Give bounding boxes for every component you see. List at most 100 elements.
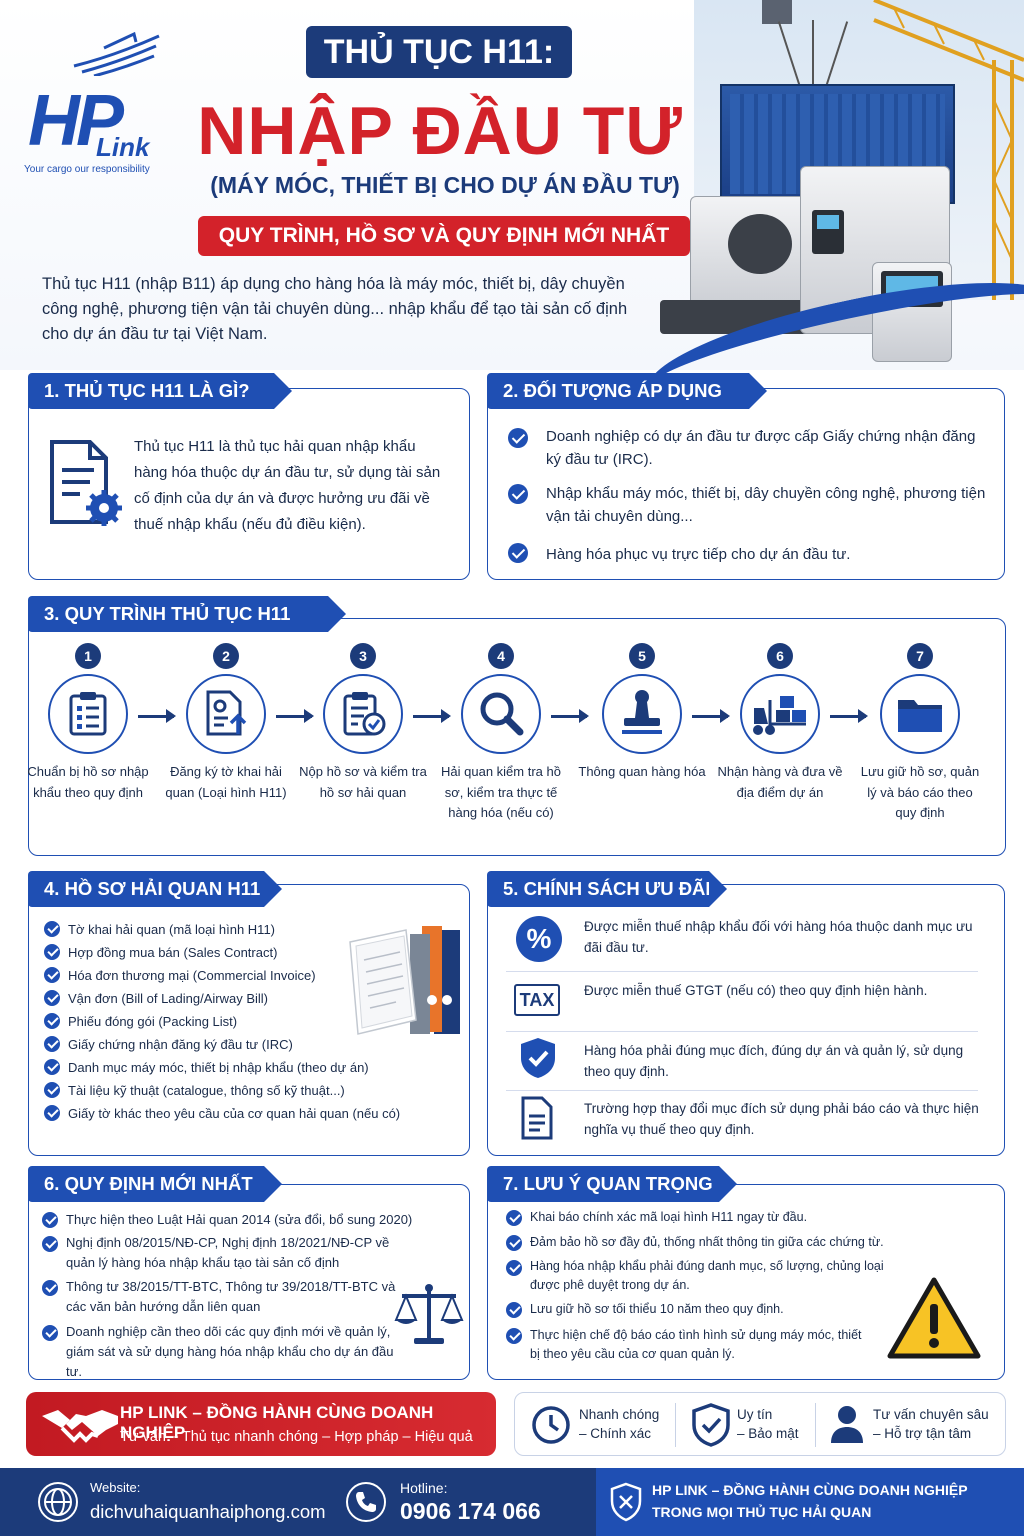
regulation-item: Nghị định 08/2015/NĐ-CP, Nghị định 18/20… bbox=[66, 1235, 390, 1270]
banner-title: HP LINK – ĐỒNG HÀNH CÙNG DOANH NGHIỆP bbox=[120, 1403, 434, 1442]
document-item: Hợp đồng mua bán (Sales Contract) bbox=[68, 945, 278, 960]
note-item: Đảm bảo hồ sơ đầy đủ, thống nhất thông t… bbox=[530, 1235, 884, 1249]
page-title: NHẬP ĐẦU TƯ bbox=[197, 93, 683, 169]
section-6-title: 6. QUY ĐỊNH MỚI NHẤT bbox=[28, 1166, 282, 1202]
stamp-icon bbox=[622, 690, 662, 734]
step-arrow bbox=[692, 709, 730, 723]
step-icon-circle bbox=[461, 674, 541, 754]
clipboard-icon bbox=[69, 692, 107, 736]
checked-document-icon bbox=[343, 692, 386, 736]
document-item: Tờ khai hải quan (mã loại hình H11) bbox=[68, 922, 276, 937]
phone-icon bbox=[346, 1482, 386, 1522]
check-icon bbox=[44, 990, 60, 1006]
logo-hp-text: HP bbox=[28, 81, 124, 161]
footer-slogan-area: HP LINK – ĐỒNG HÀNH CÙNG DOANH NGHIỆP TR… bbox=[596, 1468, 1024, 1536]
crane-rope bbox=[812, 20, 814, 86]
step-icon-circle bbox=[48, 674, 128, 754]
check-icon bbox=[508, 543, 528, 563]
subject-item: Nhập khẩu máy móc, thiết bị, dây chuyền … bbox=[546, 485, 986, 525]
machine-spindle bbox=[728, 214, 792, 274]
subject-item: Hàng hóa phục vụ trực tiếp cho dự án đầu… bbox=[546, 546, 851, 563]
regulation-item: Thông tư 38/2015/TT-BTC, Thông tư 39/201… bbox=[66, 1279, 396, 1314]
features-banner: Nhanh chóng – Chính xác Uy tín – Bảo mật… bbox=[514, 1392, 1006, 1456]
globe-icon bbox=[38, 1482, 78, 1522]
document-icon bbox=[521, 1096, 553, 1140]
hp-link-logo: HP Link Your cargo our responsibility bbox=[24, 26, 174, 176]
step-label: Thông quan hàng hóa bbox=[578, 764, 706, 779]
tax-icon: TAX bbox=[514, 984, 560, 1016]
banner-subtitle: Tư vấn – Thủ tục nhanh chóng – Hợp pháp … bbox=[120, 1429, 473, 1445]
note-item: Khai báo chính xác mã loại hình H11 ngay… bbox=[530, 1210, 808, 1224]
section-5-title: 5. CHÍNH SÁCH ƯU ĐÃI bbox=[487, 871, 727, 907]
website-link[interactable]: dichvuhaiquanhaiphong.com bbox=[90, 1501, 326, 1522]
check-icon bbox=[44, 1059, 60, 1075]
step-number: 3 bbox=[350, 643, 376, 669]
incentive-item: Được miễn thuế GTGT (nếu có) theo quy đị… bbox=[584, 983, 928, 998]
control-panel bbox=[812, 210, 844, 254]
check-icon bbox=[44, 921, 60, 937]
website-label: Website: bbox=[90, 1480, 141, 1495]
hotline-number[interactable]: 0906 174 066 bbox=[400, 1498, 541, 1524]
ship-icon bbox=[73, 31, 160, 76]
feature-line: – Hỗ trợ tận tâm bbox=[873, 1426, 972, 1441]
check-icon bbox=[44, 1013, 60, 1029]
document-item: Vận đơn (Bill of Lading/Airway Bill) bbox=[68, 991, 269, 1006]
feature-consulting: Tư vấn chuyên sâu – Hỗ trợ tận tâm bbox=[873, 1405, 989, 1443]
step-label: Nộp hồ sơ và kiểm tra hồ sơ hải quan bbox=[299, 764, 427, 800]
note-item: Thực hiện chế độ báo cáo tình hình sử dụ… bbox=[530, 1328, 862, 1361]
magnifier-icon bbox=[480, 692, 524, 736]
clock-icon bbox=[532, 1406, 570, 1444]
step-number: 2 bbox=[213, 643, 239, 669]
intro-text: Thủ tục H11 (nhập B11) áp dụng cho hàng … bbox=[42, 275, 628, 343]
step-label: Chuẩn bị hồ sơ nhập khẩu theo quy định bbox=[27, 764, 149, 800]
step-number: 6 bbox=[767, 643, 793, 669]
footer-slogan-1: HP LINK – ĐỒNG HÀNH CÙNG DOANH NGHIỆP bbox=[652, 1482, 968, 1498]
check-icon bbox=[506, 1235, 522, 1251]
folder-icon bbox=[898, 700, 942, 732]
feature-fast: Nhanh chóng – Chính xác bbox=[579, 1405, 659, 1443]
document-gear-icon bbox=[50, 440, 122, 526]
hotline-label: Hotline: bbox=[400, 1480, 448, 1496]
binders-icon bbox=[349, 926, 460, 1035]
customs-shield-icon bbox=[610, 1482, 642, 1522]
step-number: 5 bbox=[629, 643, 655, 669]
check-icon bbox=[506, 1302, 522, 1318]
partnership-banner: HP LINK – ĐỒNG HÀNH CÙNG DOANH NGHIỆP Tư… bbox=[26, 1392, 496, 1456]
step-label: Hải quan kiểm tra hồ sơ, kiểm tra thực t… bbox=[441, 764, 561, 820]
section-1-body: Thủ tục H11 là thủ tục hải quan nhập khẩ… bbox=[134, 438, 441, 533]
check-icon bbox=[506, 1210, 522, 1226]
footer: Website: dichvuhaiquanhaiphong.com Hotli… bbox=[0, 1468, 1024, 1536]
document-item: Giấy chứng nhận đăng ký đầu tư (IRC) bbox=[68, 1037, 293, 1052]
feature-line: Tư vấn chuyên sâu bbox=[873, 1407, 989, 1422]
divider bbox=[675, 1403, 676, 1447]
section-incentives bbox=[487, 884, 1005, 1156]
step-arrow bbox=[138, 709, 176, 723]
check-icon bbox=[42, 1236, 58, 1252]
forklift-icon bbox=[753, 696, 806, 735]
title-banner: QUY TRÌNH, HỒ SƠ VÀ QUY ĐỊNH MỚI NHẤT bbox=[198, 216, 690, 256]
regulation-item: Doanh nghiệp cần theo dõi các quy định m… bbox=[66, 1324, 394, 1379]
logo-tagline: Your cargo our responsibility bbox=[24, 164, 150, 175]
step-arrow bbox=[551, 709, 589, 723]
incentive-item: Hàng hóa phải đúng mục đích, đúng dự án … bbox=[584, 1043, 964, 1079]
logo-link-text: Link bbox=[96, 132, 150, 162]
check-icon bbox=[508, 484, 528, 504]
consultant-icon bbox=[831, 1406, 863, 1443]
feature-line: – Bảo mật bbox=[737, 1426, 799, 1441]
crane-illustration bbox=[762, 0, 1024, 300]
feature-line: Nhanh chóng bbox=[579, 1407, 660, 1422]
step-label: Đăng ký tờ khai hải quan (Loại hình H11) bbox=[165, 764, 287, 800]
document-item: Tài liệu kỹ thuật (catalogue, thông số k… bbox=[68, 1083, 345, 1098]
note-item: Hàng hóa nhập khẩu phải đúng danh mục, s… bbox=[530, 1259, 884, 1292]
section-what-is-h11 bbox=[28, 388, 470, 580]
document-item: Hóa đơn thương mại (Commercial Invoice) bbox=[68, 968, 316, 983]
check-icon bbox=[44, 1105, 60, 1121]
document-item: Giấy tờ khác theo yêu cầu của cơ quan hả… bbox=[68, 1106, 401, 1121]
warning-icon bbox=[887, 1277, 981, 1359]
feature-trust: Uy tín – Bảo mật bbox=[737, 1405, 799, 1443]
check-icon bbox=[44, 944, 60, 960]
document-item: Danh mục máy móc, thiết bị nhập khẩu (th… bbox=[68, 1060, 369, 1075]
section-1-title: 1. THỦ TỤC H11 LÀ GÌ? bbox=[28, 373, 292, 409]
incentive-item: Được miễn thuế nhập khẩu đối với hàng hó… bbox=[584, 919, 973, 955]
title-pill: THỦ TỤC H11: bbox=[306, 26, 572, 78]
